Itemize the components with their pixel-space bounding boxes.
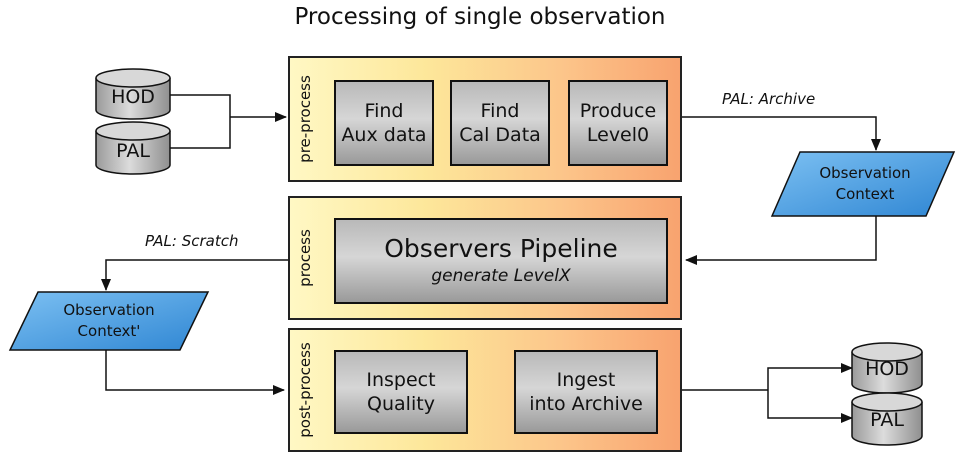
- box-find-cal-data: Find Cal Data: [450, 80, 550, 166]
- store-pal-out: PAL: [852, 409, 922, 439]
- connector-hod-in: [170, 94, 231, 117]
- stage-post-process-label: post-process: [296, 342, 314, 438]
- store-hod-in-label: HOD: [111, 86, 155, 108]
- stage-pre-process-label: pre-process: [296, 75, 314, 163]
- stage-process-label: process: [296, 229, 314, 287]
- context-archive: Observation Context: [819, 164, 911, 203]
- store-hod-in: HOD: [96, 84, 170, 114]
- store-pal-in-label: PAL: [116, 140, 150, 162]
- arrow-archive: [682, 116, 881, 151]
- edge-label-archive: PAL: Archive: [722, 90, 816, 108]
- edge-label-scratch: PAL: Scratch: [145, 232, 239, 250]
- stage-process: process Observers Pipeline generate Leve…: [288, 196, 682, 320]
- store-pal-out-label: PAL: [870, 409, 904, 431]
- box-find-aux-data: Find Aux data: [334, 80, 434, 166]
- cylinder-hod-out: [851, 342, 923, 394]
- store-pal-in: PAL: [96, 138, 170, 168]
- store-hod-out-label: HOD: [865, 358, 909, 380]
- arrow-context-to-process: [685, 216, 877, 265]
- box-observers-pipeline: Observers Pipeline generate LevelX: [334, 218, 668, 304]
- arrow-out-pal: [767, 390, 853, 423]
- arrow-out-hod: [767, 363, 853, 390]
- box-ingest-archive: Ingest into Archive: [514, 350, 658, 434]
- context-scratch: Observation Context': [63, 301, 155, 340]
- box-inspect-quality: Inspect Quality: [334, 350, 468, 434]
- store-hod-out: HOD: [852, 358, 922, 388]
- arrow-context-to-postprocess: [105, 350, 285, 395]
- cylinder-hod-in: [95, 68, 171, 120]
- pipeline-subtitle: generate LevelX: [431, 266, 571, 286]
- connector-pal-in: [170, 117, 231, 149]
- pipeline-title: Observers Pipeline: [384, 234, 618, 263]
- arrow-scratch: [101, 259, 288, 291]
- cylinder-pal-out: [851, 392, 923, 446]
- cylinder-pal-in: [95, 121, 171, 175]
- stage-pre-process: pre-process Find Aux data Find Cal Data …: [288, 56, 682, 182]
- stage-post-process: post-process Inspect Quality Ingest into…: [288, 328, 682, 452]
- context-archive-shape: [770, 151, 956, 217]
- context-scratch-shape: [8, 291, 210, 351]
- box-produce-level0: Produce Level0: [568, 80, 668, 166]
- diagram-title: Processing of single observation: [294, 4, 666, 30]
